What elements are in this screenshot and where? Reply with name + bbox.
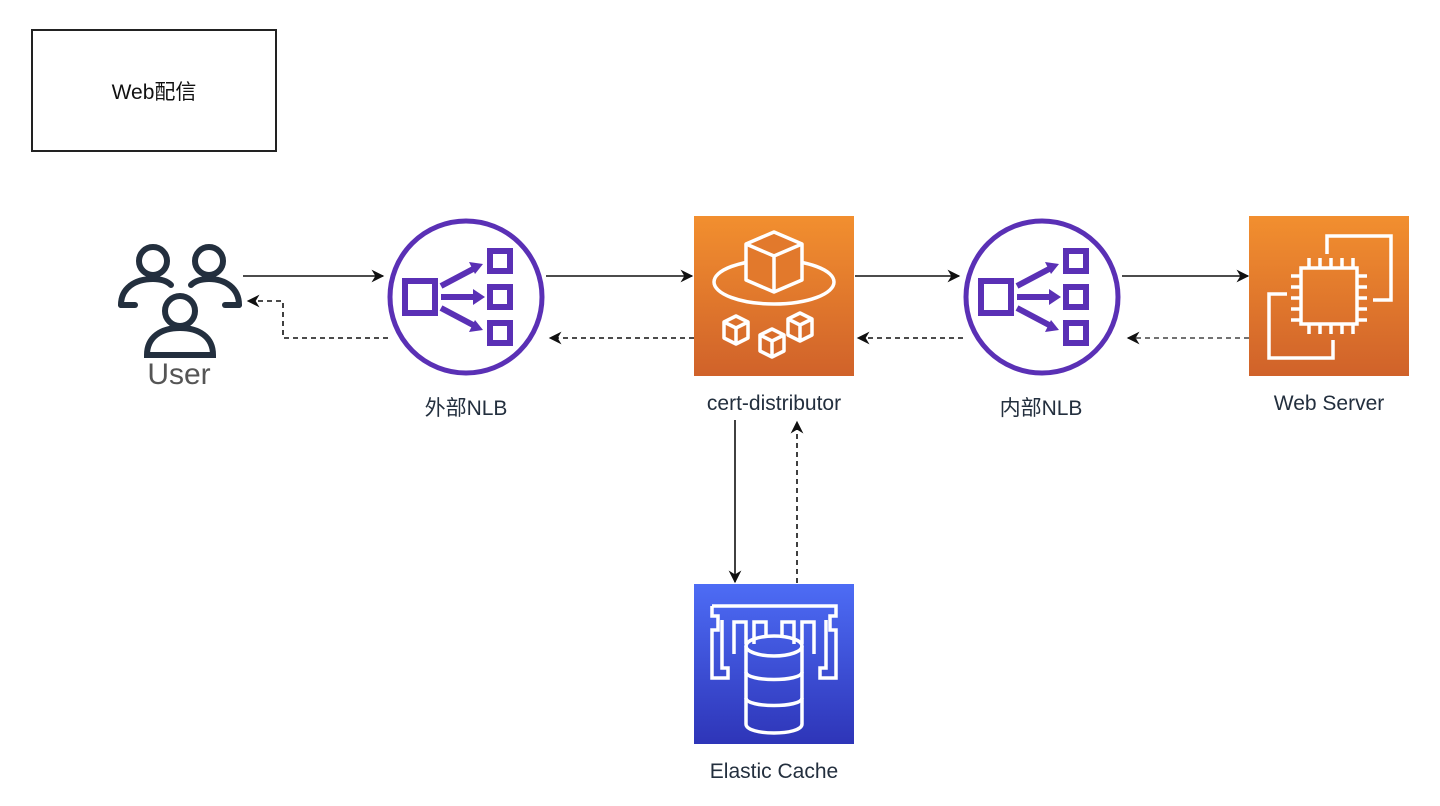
node-elastic-cache[interactable] <box>694 584 854 744</box>
external-nlb-label: 外部NLB <box>424 397 508 420</box>
node-user[interactable] <box>115 233 245 363</box>
ec2-instances-icon <box>1267 234 1393 360</box>
user-label: User <box>147 358 211 391</box>
node-external-nlb[interactable] <box>385 216 547 378</box>
title-box-label: Web配信 <box>111 80 197 104</box>
elastic-cache-label: Elastic Cache <box>709 760 839 783</box>
node-cert-distributor[interactable] <box>694 216 854 376</box>
network-load-balancer-icon <box>387 218 545 376</box>
edge-external-nlb-to-user[interactable] <box>246 294 388 339</box>
node-web-server[interactable] <box>1249 216 1409 376</box>
elasticache-icon <box>710 604 838 735</box>
users-icon <box>118 244 242 358</box>
network-load-balancer-icon <box>963 218 1121 376</box>
node-internal-nlb[interactable] <box>961 216 1123 378</box>
web-server-label: Web Server <box>1273 392 1385 415</box>
title-box[interactable]: Web配信 <box>31 29 277 152</box>
container-service-icon <box>712 230 836 359</box>
internal-nlb-label: 内部NLB <box>999 397 1083 420</box>
cert-distributor-label: cert-distributor <box>706 392 842 415</box>
